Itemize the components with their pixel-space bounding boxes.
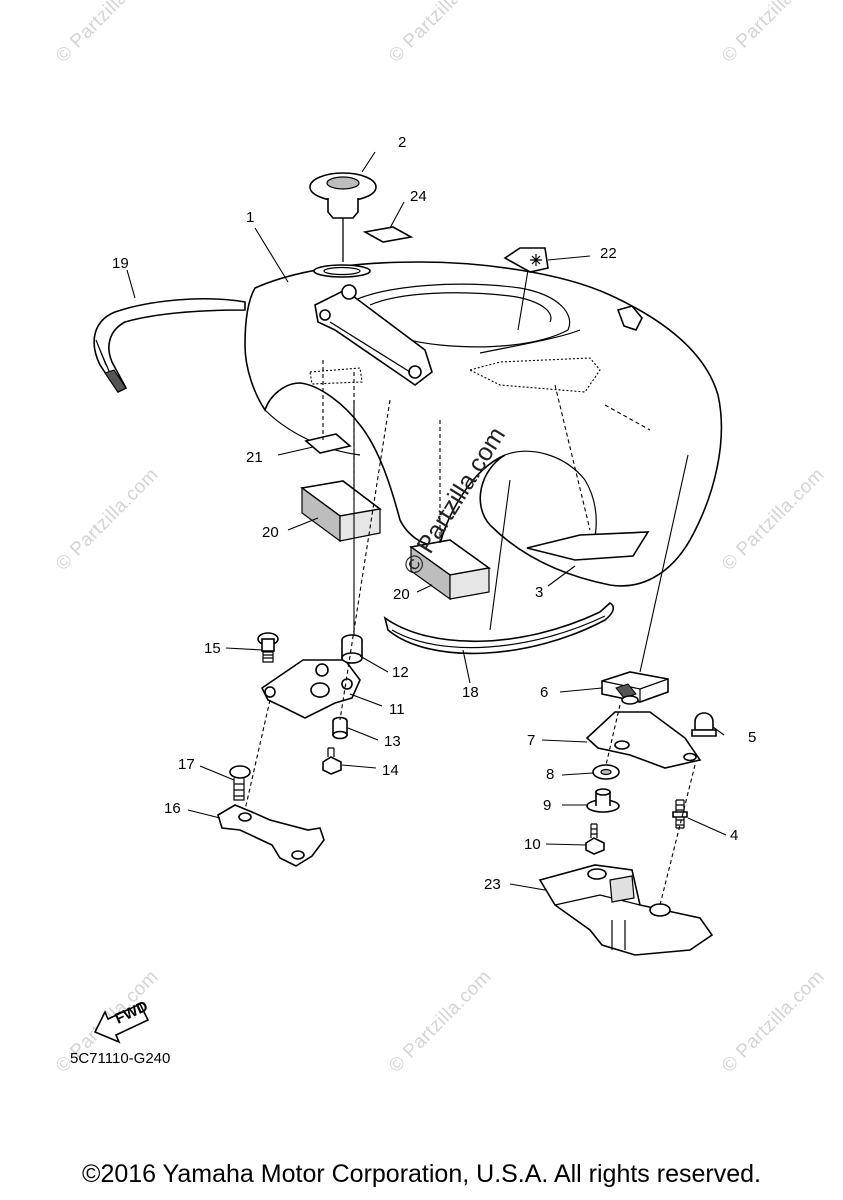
- damper-block-20-right[interactable]: [408, 539, 492, 601]
- side-label-3[interactable]: [526, 531, 650, 561]
- bolt-17[interactable]: [229, 765, 251, 801]
- callout-2: 2: [398, 134, 406, 151]
- callout-22: 22: [600, 245, 617, 262]
- damper-block-20-left[interactable]: [300, 480, 382, 543]
- bolt-10[interactable]: [585, 823, 605, 855]
- rubber-mount-6[interactable]: [601, 671, 669, 705]
- callout-24: 24: [410, 188, 427, 205]
- bolt-14[interactable]: [322, 747, 342, 775]
- callout-17: 17: [178, 756, 195, 773]
- collar-13[interactable]: [332, 716, 348, 740]
- washer-8[interactable]: [592, 764, 620, 780]
- callout-1: 1: [246, 209, 254, 226]
- label-24[interactable]: [362, 226, 414, 243]
- trim-strip-19[interactable]: [93, 298, 246, 394]
- fuel-cap[interactable]: [309, 172, 377, 262]
- leader-lines: [126, 151, 727, 891]
- callout-12: 12: [392, 664, 409, 681]
- grommet-12[interactable]: [341, 634, 363, 664]
- copyright-notice: ©2016 Yamaha Motor Corporation, U.S.A. A…: [82, 1160, 761, 1188]
- cap-nut-5[interactable]: [691, 712, 717, 737]
- bolt-15[interactable]: [257, 632, 279, 663]
- diagram-code: 5C71110-G240: [70, 1050, 171, 1067]
- callout-21: 21: [246, 449, 263, 466]
- collar-9[interactable]: [586, 788, 620, 813]
- pad-sheet-21[interactable]: [304, 433, 352, 454]
- bracket-11[interactable]: [260, 659, 361, 719]
- callout-13: 13: [384, 733, 401, 750]
- callout-4: 4: [730, 827, 738, 844]
- callout-23: 23: [484, 876, 501, 893]
- lower-trim-18[interactable]: [383, 602, 615, 655]
- stay-bracket-16[interactable]: [217, 804, 325, 867]
- callout-19: 19: [112, 255, 129, 272]
- fwd-arrow-icon: FWD: [93, 998, 151, 1044]
- callout-10: 10: [524, 836, 541, 853]
- callout-16: 16: [164, 800, 181, 817]
- stud-bolt-4[interactable]: [672, 799, 688, 829]
- pump-bracket: [314, 284, 433, 386]
- callout-15: 15: [204, 640, 221, 657]
- callout-9: 9: [543, 797, 551, 814]
- emblem-label-22[interactable]: [503, 247, 549, 273]
- bracket-cover-23[interactable]: [538, 864, 714, 956]
- callout-18: 18: [462, 684, 479, 701]
- callout-numbers: 1 2 24 22 19 21 20 20 3 18 15 12 11 13 1…: [112, 134, 756, 893]
- callout-20-right: 20: [393, 586, 410, 603]
- callout-11: 11: [389, 701, 405, 718]
- callout-6: 6: [540, 684, 548, 701]
- callout-8: 8: [546, 766, 554, 783]
- callout-5: 5: [748, 729, 756, 746]
- assembly-lines: [244, 218, 696, 906]
- callout-7: 7: [527, 732, 535, 749]
- plate-7[interactable]: [585, 711, 702, 769]
- callout-14: 14: [382, 762, 399, 779]
- callout-3: 3: [535, 584, 543, 601]
- callout-20-left: 20: [262, 524, 279, 541]
